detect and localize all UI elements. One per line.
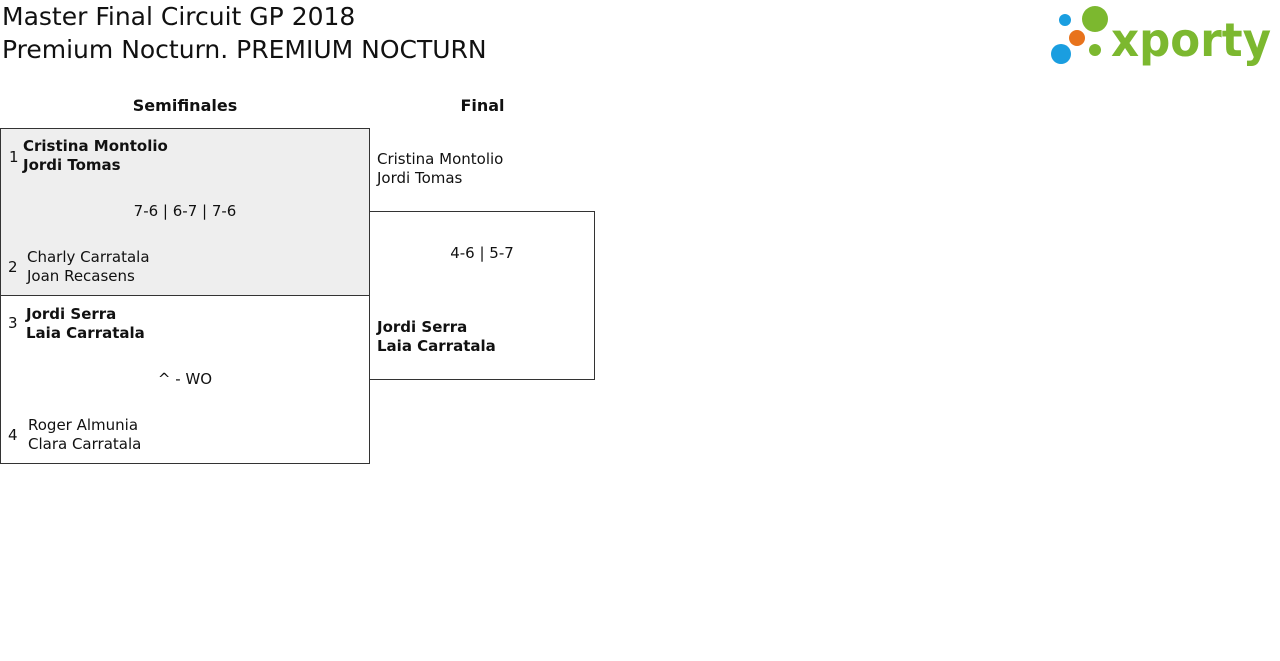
match-score: ^ - WO: [157, 370, 213, 388]
semifinal-match-1[interactable]: 1 Cristina Montolio Jordi Tomas 7-6 | 6-…: [0, 128, 370, 296]
round-header-semifinals: Semifinales: [132, 96, 238, 115]
logo-dot-blue-small: [1059, 14, 1071, 26]
round-header-final: Final: [460, 96, 505, 115]
team-player-name: Charly Carratala: [27, 248, 150, 266]
logo-dot-green-small: [1089, 44, 1101, 56]
team-player-name: Jordi Serra: [377, 318, 468, 336]
seed-number: 2: [8, 258, 18, 276]
team-player-name: Cristina Montolio: [23, 137, 168, 155]
team-player-name: Jordi Tomas: [23, 156, 121, 174]
xporty-logo[interactable]: xporty: [1050, 4, 1274, 68]
team-player-name: Laia Carratala: [26, 324, 145, 342]
team-player-name: Joan Recasens: [27, 267, 135, 285]
team-player-name: Roger Almunia: [28, 416, 139, 434]
logo-wordmark: xporty: [1111, 13, 1271, 67]
final-match[interactable]: 4-6 | 5-7 Jordi Serra Laia Carratala: [369, 211, 595, 380]
final-team1-player: Cristina Montolio: [377, 150, 504, 168]
match-score: 4-6 | 5-7: [450, 244, 514, 262]
seed-number: 3: [8, 314, 18, 332]
final-team1-player: Jordi Tomas: [377, 169, 463, 187]
team-player-name: Laia Carratala: [377, 337, 496, 355]
seed-number: 1: [9, 148, 19, 166]
logo-dot-green: [1082, 6, 1108, 32]
semifinal-match-2[interactable]: 3 Jordi Serra Laia Carratala ^ - WO 4 Ro…: [0, 295, 370, 464]
team-player-name: Clara Carratala: [28, 435, 142, 453]
page-title: Master Final Circuit GP 2018: [2, 2, 356, 31]
seed-number: 4: [8, 426, 18, 444]
page-subtitle: Premium Nocturn. PREMIUM NOCTURN: [2, 35, 487, 64]
logo-dot-blue-large: [1051, 44, 1071, 64]
match-score: 7-6 | 6-7 | 7-6: [133, 202, 237, 220]
team-player-name: Jordi Serra: [26, 305, 117, 323]
logo-dot-orange: [1069, 30, 1085, 46]
